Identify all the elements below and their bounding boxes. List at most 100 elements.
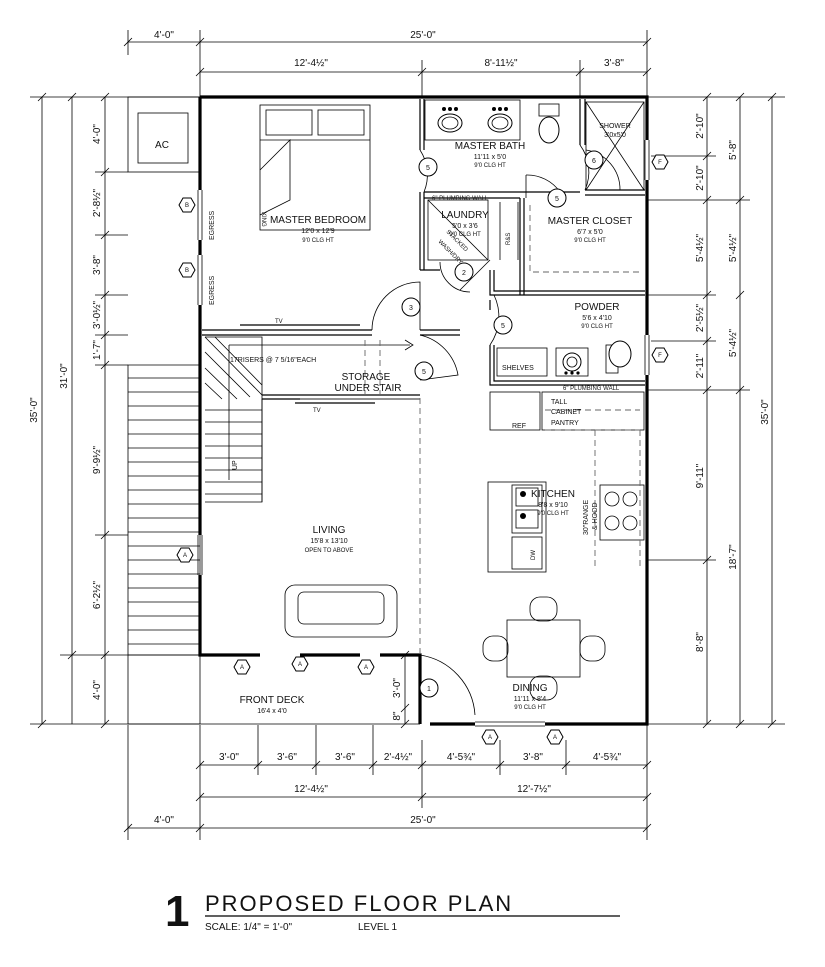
dim-bottom-1: 3'-0" [219,752,239,763]
laundry-size: 5'0 x 3'6 [452,223,478,230]
hood-label: & HOOD [592,502,599,530]
dim-right-3: 5'-4½" [695,233,706,262]
window-tag-b1: B [185,203,189,209]
door-tag-2: 2 [462,270,466,277]
dim-top-seg1: 12'-4½" [294,58,328,69]
door-tags: 1 2 3 5 5 5 5 6 [401,150,604,698]
exterior-stair [127,364,201,656]
window-tag-a1: A [183,553,187,559]
deck-outline [127,655,420,725]
tall-cabinet-2: CABINET [551,409,582,416]
risers-label: 17RISERS @ 7 5/16"EACH [230,357,316,364]
dim-door-8: 8" [392,711,403,721]
window-tags: B B A A A A A A F F [176,154,669,745]
door-tag-5d: 5 [422,369,426,376]
shelves-label: SHELVES [502,365,534,372]
dim-bottom-row2-right: 12'-7½" [517,784,551,795]
powder-clg: 9'0 CLG HT [581,324,613,330]
master-closet-label: MASTER CLOSET [548,216,632,227]
door-tag-5a: 5 [426,165,430,172]
master-bath-clg: 9'0 CLG HT [474,163,506,169]
bed [259,104,371,231]
drawing-scale: SCALE: 1/4" = 1'-0" [205,922,293,933]
stair [204,336,420,495]
master-closet-size: 6'7 x 5'0 [577,229,603,236]
dim-top-seg2: 8'-11½" [484,58,518,69]
dim-left-seg2: 2'-8½" [92,188,103,217]
dim-left-seg1: 4'-0" [92,124,103,144]
dim-right-4: 2'-5½" [695,303,706,332]
dim-right-2: 2'-10" [695,165,706,191]
door-tag-6: 6 [592,158,596,165]
up-label: UP [232,460,239,470]
plumbing-wall-upper: 6" PLUMBING WALL [432,196,489,202]
dining-label: DINING [513,683,548,694]
dim-top-overall: 25'-0" [410,30,436,41]
bath-vanity [424,99,645,191]
window-tag-a3: A [298,662,302,668]
laundry-label: LAUNDRY [441,210,489,221]
dim-right-mid-4: 18'-7" [728,544,739,570]
dw-label: DW [531,550,537,560]
door-tag-5b: 5 [555,196,559,203]
kitchen-size: 8'8 x 9'10 [538,502,568,509]
king-label: KING [260,212,266,227]
dim-bottom-2: 3'-6" [277,752,297,763]
dim-bottom-row3-main: 25'-0" [410,815,436,826]
drawing-level: LEVEL 1 [358,922,398,933]
master-bath-size: 11'11 x 5'0 [474,154,506,161]
master-bedroom-label: MASTER BEDROOM [270,215,366,226]
dim-top-seg3: 3'-8" [604,58,624,69]
dim-left-overall-inner: 31'-0" [59,363,70,389]
dim-left-seg6: 9'-9½" [92,445,103,474]
window-tag-a5: A [488,735,492,741]
dim-door-3-0: 3'-0" [392,678,403,698]
ac-unit [127,96,201,173]
kitchen-clg: 9'0 CLG HT [537,511,569,517]
dim-right-1: 2'-10" [695,113,706,139]
dimension-lines [30,30,785,840]
dim-left-seg3: 3'-8" [92,255,103,275]
sofa [284,584,398,638]
dim-bottom-row2-left: 12'-4½" [294,784,328,795]
master-bath-label: MASTER BATH [455,141,525,152]
front-deck-size: 16'4 x 4'0 [257,708,287,715]
front-deck-label: FRONT DECK [240,695,305,706]
dim-right-7: 8'-8" [695,632,706,652]
window-tag-b2: B [185,268,189,274]
exterior-walls [196,95,651,728]
shower-size: 3'0x5'0 [604,132,626,139]
plumbing-wall-lower: 6" PLUMBING WALL [563,386,620,392]
window-tag-f2: F [658,353,662,359]
under-stair-label: UNDER STAIR [334,383,401,394]
door-tag-3: 3 [409,305,413,312]
kitchen-fixtures [487,391,645,573]
living-size: 15'8 x 13'10 [310,538,347,545]
egress-label-2: EGRESS [209,275,216,305]
master-bedroom-size: 12'0 x 12'9 [301,228,335,235]
living-label: LIVING [313,525,346,536]
dim-bottom-row3-left: 4'-0" [154,815,174,826]
powder-size: 5'6 x 4'10 [582,315,612,322]
ref-label: REF [512,423,526,430]
window-tag-a6: A [553,735,557,741]
dim-bottom-4: 2'-4½" [384,752,413,763]
window-tag-f1: F [658,160,662,166]
living-note: OPEN TO ABOVE [305,548,354,554]
dim-right-mid-3: 5'-4½" [728,328,739,357]
drawing-number: 1 [165,887,189,936]
kitchen-label: KITCHEN [531,489,575,500]
door-tag-1: 1 [427,686,431,693]
dim-bottom-6: 3'-8" [523,752,543,763]
window-tag-a4: A [364,665,368,671]
egress-label-1: EGRESS [209,210,216,240]
dining-clg: 9'0 CLG HT [514,705,546,711]
dim-right-mid-1: 5'-8" [728,140,739,160]
master-closet-clg: 9'0 CLG HT [574,238,606,244]
dim-right-mid-2: 5'-4½" [728,233,739,262]
dim-right-overall: 35'-0" [760,399,771,425]
range-label: 30"RANGE [583,500,590,535]
master-bedroom-clg: 9'0 CLG HT [302,238,334,244]
dim-bottom-7: 4'-5¾" [593,752,622,763]
